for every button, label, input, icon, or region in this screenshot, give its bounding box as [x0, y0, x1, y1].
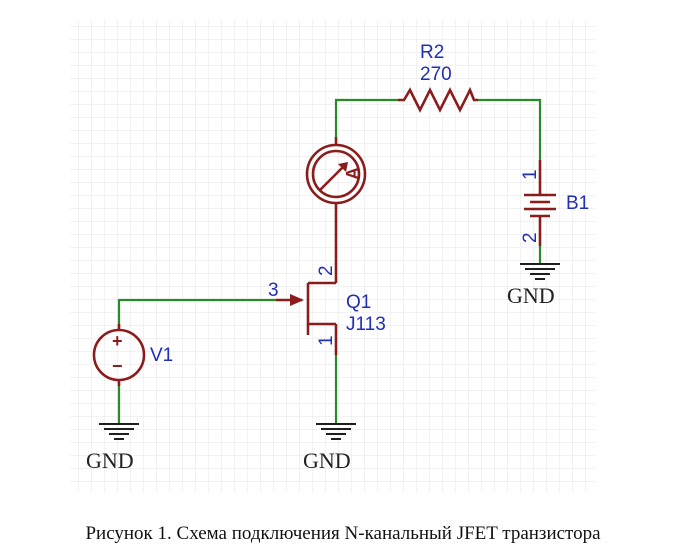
ground-source-label: GND [303, 448, 351, 473]
jfet-part: J113 [346, 314, 386, 335]
wire-gate [117, 298, 276, 324]
resistor-value: 270 [420, 64, 452, 85]
wire-top-left [334, 98, 398, 137]
v1-minus: − [112, 356, 123, 376]
ground-battery-label: GND [507, 283, 555, 308]
battery-b1[interactable] [524, 160, 556, 246]
v1-plus: + [112, 331, 123, 351]
resistor-ref: R2 [420, 42, 444, 63]
battery-pin-bottom: 2 [520, 232, 541, 243]
ground-v1-icon [99, 423, 139, 440]
jfet-q1[interactable] [276, 281, 338, 355]
ground-battery-icon [520, 263, 560, 280]
ground-v1-label: GND [86, 448, 134, 473]
schematic-grid [70, 20, 595, 492]
figure-caption: Рисунок 1. Схема подключения N-канальный… [85, 523, 601, 544]
ammeter-symbol: A [343, 167, 363, 180]
ground-source-icon [316, 423, 356, 440]
jfet-pin-gate: 3 [268, 280, 279, 301]
jfet-pin-drain: 2 [316, 265, 337, 276]
voltage-source-v1[interactable] [92, 324, 146, 386]
jfet-pin-source: 1 [316, 335, 337, 346]
v1-ref: V1 [150, 345, 173, 366]
ammeter[interactable] [305, 137, 367, 283]
battery-pin-top: 1 [520, 169, 541, 180]
jfet-ref: Q1 [346, 292, 371, 313]
resistor-r2[interactable] [398, 86, 478, 113]
battery-ref: B1 [566, 193, 589, 214]
wire-top-right [478, 98, 542, 160]
